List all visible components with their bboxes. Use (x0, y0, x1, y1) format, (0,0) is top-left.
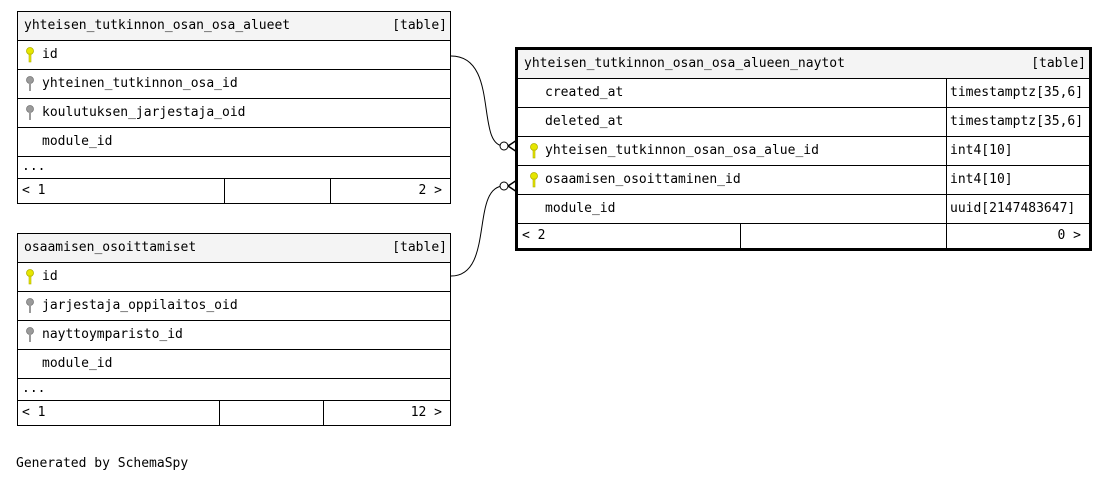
children-count: 12 > (410, 405, 442, 420)
column-type: uuid[2147483647] (946, 195, 1075, 223)
column-name: nayttoymparisto_id (42, 327, 183, 342)
children-count: 0 > (1057, 228, 1081, 243)
column-row[interactable]: created_at timestamptz[35,6] (518, 79, 1089, 108)
column-row[interactable]: yhteisen_tutkinnon_osan_osa_alue_id int4… (518, 137, 1089, 166)
table-yhteisen-tutkinnon-osan-osa-alueet[interactable]: yhteisen_tutkinnon_osan_osa_alueet [tabl… (17, 11, 451, 204)
table-footer: < 2 0 > (518, 224, 1089, 248)
link-osoittamiset-endpoint (499, 181, 509, 191)
column-row[interactable]: osaamisen_osoittaminen_id int4[10] (518, 166, 1089, 195)
primary-key-icon (530, 172, 538, 188)
column-row[interactable]: jarjestaja_oppilaitos_oid (18, 292, 450, 321)
generated-by-label: Generated by SchemaSpy (16, 456, 189, 471)
spacer-cell (740, 224, 946, 248)
link-alueet-endpoint (499, 141, 509, 151)
parents-cell[interactable]: < 1 (18, 401, 219, 425)
parents-cell[interactable]: < 1 (18, 179, 224, 203)
table-yhteisen-tutkinnon-osan-osa-alueen-naytot[interactable]: yhteisen_tutkinnon_osan_osa_alueen_nayto… (515, 47, 1092, 251)
column-name: created_at (545, 85, 624, 100)
table-name: yhteisen_tutkinnon_osan_osa_alueen_nayto… (524, 56, 845, 71)
column-name: id (42, 47, 58, 62)
link-osoittamiset-to-naytot (450, 185, 505, 277)
foreign-key-icon (26, 327, 34, 342)
column-row[interactable]: nayttoymparisto_id (18, 321, 450, 350)
children-count: 2 > (418, 183, 442, 198)
link-alueet-to-naytot (450, 55, 505, 147)
table-type: [table] (392, 18, 447, 33)
column-name: jarjestaja_oppilaitos_oid (42, 298, 238, 313)
column-row[interactable]: module_id uuid[2147483647] (518, 195, 1089, 224)
foreign-key-icon (26, 298, 34, 313)
column-name: yhteisen_tutkinnon_osan_osa_alue_id (545, 143, 819, 158)
table-header: yhteisen_tutkinnon_osan_osa_alueen_nayto… (518, 50, 1089, 79)
column-name: id (42, 269, 58, 284)
parents-count: < 2 (522, 228, 546, 243)
children-cell[interactable]: 2 > (330, 179, 450, 203)
column-name: deleted_at (545, 114, 624, 129)
column-type: timestamptz[35,6] (946, 79, 1083, 107)
primary-key-icon (26, 47, 34, 63)
table-header: osaamisen_osoittamiset [table] (18, 234, 450, 263)
column-row[interactable]: deleted_at timestamptz[35,6] (518, 108, 1089, 137)
more-columns: ... (18, 157, 450, 179)
parents-count: < 1 (22, 183, 46, 198)
column-name: module_id (545, 201, 616, 216)
column-type: timestamptz[35,6] (946, 108, 1083, 136)
column-name: module_id (42, 134, 113, 149)
column-name: osaamisen_osoittaminen_id (545, 172, 741, 187)
table-name: osaamisen_osoittamiset (24, 240, 197, 255)
table-footer: < 1 12 > (18, 401, 450, 425)
table-type: [table] (1031, 56, 1086, 71)
column-name: module_id (42, 356, 113, 371)
spacer-cell (224, 179, 330, 203)
foreign-key-icon (26, 105, 34, 120)
table-footer: < 1 2 > (18, 179, 450, 203)
children-cell[interactable]: 12 > (323, 401, 450, 425)
foreign-key-icon (26, 76, 34, 91)
table-header: yhteisen_tutkinnon_osan_osa_alueet [tabl… (18, 12, 450, 41)
column-type: int4[10] (946, 137, 1013, 165)
primary-key-icon (530, 143, 538, 159)
column-name: yhteinen_tutkinnon_osa_id (42, 76, 238, 91)
table-name: yhteisen_tutkinnon_osan_osa_alueet (24, 18, 291, 33)
column-row[interactable]: yhteinen_tutkinnon_osa_id (18, 70, 450, 99)
column-row[interactable]: id (18, 263, 450, 292)
column-name: koulutuksen_jarjestaja_oid (42, 105, 246, 120)
column-row[interactable]: module_id (18, 128, 450, 157)
spacer-cell (219, 401, 323, 425)
column-row[interactable]: module_id (18, 350, 450, 379)
table-type: [table] (392, 240, 447, 255)
primary-key-icon (26, 269, 34, 285)
parents-count: < 1 (22, 405, 46, 420)
children-cell[interactable]: 0 > (946, 224, 1089, 248)
column-type: int4[10] (946, 166, 1013, 194)
column-row[interactable]: koulutuksen_jarjestaja_oid (18, 99, 450, 128)
parents-cell[interactable]: < 2 (518, 224, 740, 248)
column-row[interactable]: id (18, 41, 450, 70)
table-osaamisen-osoittamiset[interactable]: osaamisen_osoittamiset [table] id jarjes… (17, 233, 451, 426)
more-columns: ... (18, 379, 450, 401)
